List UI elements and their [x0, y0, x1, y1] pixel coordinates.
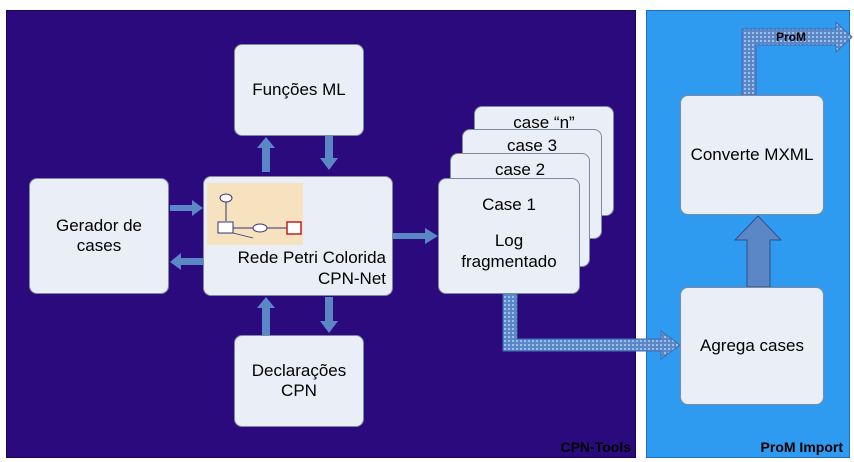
rede-label-line2: CPN-Net [317, 268, 386, 288]
declaracoes-box: Declarações CPN [234, 335, 364, 427]
arrow-converte-to-prom [741, 20, 853, 96]
rede-petri-text: Rede Petri Colorida CPN-Net [238, 248, 386, 289]
cpn-tools-label: CPN-Tools [560, 439, 631, 455]
prom-import-label: ProM Import [760, 439, 843, 455]
prom-arrow-label: ProM [776, 30, 806, 44]
arrow-rede-to-gerador [170, 253, 203, 270]
converte-mxml-label: Converte MXML [690, 144, 814, 164]
petri-net-thumbnail [207, 183, 303, 245]
arrow-rede-to-funcoes [257, 137, 275, 172]
declaracoes-label-line1: Declarações [251, 360, 347, 380]
converte-mxml-box: Converte MXML [680, 95, 824, 215]
rede-label-line1: Rede Petri Colorida [237, 248, 386, 268]
gerador-label-line1: Gerador de [56, 215, 142, 235]
arrow-declaracoes-to-rede [257, 297, 275, 335]
gerador-label-line2: cases [76, 236, 122, 255]
agrega-cases-box: Agrega cases [680, 287, 824, 405]
arrow-rede-to-cases [393, 228, 438, 244]
case-n-label: case “n” [513, 113, 575, 132]
case-3-label: case 3 [506, 136, 558, 155]
funcoes-ml-box: Funções ML [234, 44, 364, 136]
case-1-box: Case 1 Log fragmentado [438, 178, 580, 294]
funcoes-ml-label: Funções ML [252, 79, 346, 99]
case-1-label: Case 1 [482, 195, 536, 214]
arrow-log-to-agrega [502, 292, 681, 360]
case-2-label: case 2 [494, 160, 546, 179]
arrow-agrega-to-converte [733, 215, 783, 288]
declaracoes-label-line2: CPN [281, 381, 317, 400]
arrow-rede-to-declaracoes [320, 297, 338, 333]
arrow-gerador-to-rede [170, 200, 203, 216]
agrega-cases-label: Agrega cases [700, 335, 804, 355]
arrow-funcoes-to-rede [320, 130, 338, 170]
log-label-line2: fragmentado [461, 251, 557, 271]
gerador-cases-box: Gerador de cases [29, 178, 169, 294]
log-label-line1: Log [494, 231, 524, 251]
